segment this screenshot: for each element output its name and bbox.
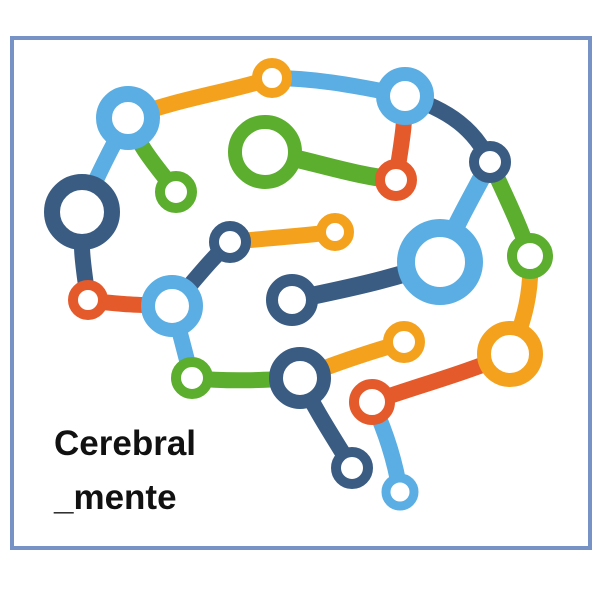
node-darkblue-mid	[266, 274, 318, 326]
node-orange-bottom	[383, 321, 425, 363]
node-orange-right	[477, 321, 543, 387]
node-darkblue-left	[44, 174, 120, 250]
node-green-bottom	[171, 357, 213, 399]
node-orange-mid	[316, 213, 354, 251]
node-redorange-left	[68, 280, 108, 320]
brand-name-line-2: _mente	[54, 478, 177, 517]
node-darkblue-bottom-center	[269, 347, 331, 409]
node-lightblue-top-right	[376, 67, 434, 125]
brand-name-line-1: Cerebral	[54, 424, 197, 463]
node-lightblue-bottom	[381, 473, 419, 511]
node-darkblue-mid-left	[209, 221, 251, 263]
node-green-center	[228, 115, 302, 189]
node-green-left	[155, 171, 197, 213]
node-lightblue-mid-left	[141, 275, 203, 337]
node-lightblue-right	[397, 219, 483, 305]
node-lightblue-top-left	[96, 86, 160, 150]
node-redorange-top	[375, 159, 417, 201]
node-green-right	[507, 233, 553, 279]
node-darkblue-bottom	[331, 447, 373, 489]
node-darkblue-right	[469, 141, 511, 183]
node-orange-top	[252, 58, 292, 98]
node-redorange-bottom	[349, 379, 395, 425]
